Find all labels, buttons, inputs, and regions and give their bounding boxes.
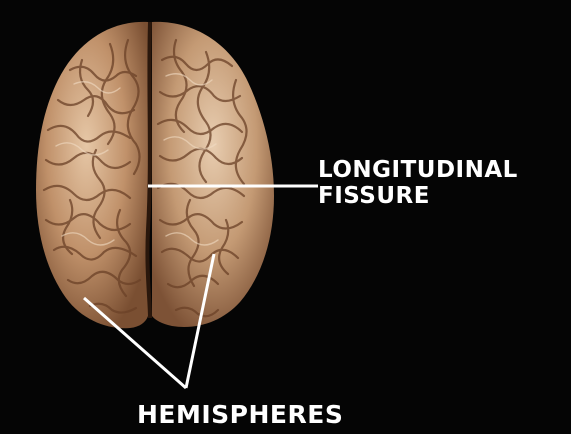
hemispheres-label: HEMISPHERES bbox=[137, 402, 343, 428]
fissure-label-line1: LONGITUDINAL bbox=[318, 157, 518, 183]
left-hemisphere bbox=[36, 22, 148, 328]
longitudinal-fissure-label: LONGITUDINAL FISSURE bbox=[318, 157, 518, 209]
longitudinal-fissure bbox=[147, 22, 150, 318]
fissure-label-line2: FISSURE bbox=[318, 183, 518, 209]
right-hemisphere bbox=[152, 22, 274, 327]
